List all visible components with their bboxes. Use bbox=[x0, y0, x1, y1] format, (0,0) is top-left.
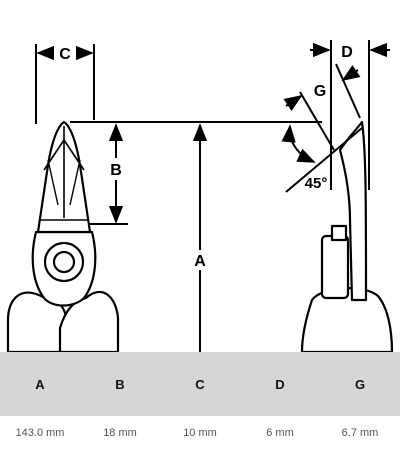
dimension-spec-table: A B C D G 143.0 mm 18 mm 10 mm 6 mm 6.7 … bbox=[0, 352, 400, 450]
spec-value-d: 6 mm bbox=[240, 416, 320, 450]
label-g: G bbox=[314, 83, 326, 100]
spec-header-a: A bbox=[0, 352, 80, 416]
side-jaw bbox=[338, 120, 368, 302]
side-view-cutter bbox=[300, 120, 394, 352]
spec-value-a: 143.0 mm bbox=[0, 416, 80, 450]
side-spring-block bbox=[320, 234, 350, 300]
dimension-lines bbox=[35, 40, 390, 352]
spec-value-c: 10 mm bbox=[160, 416, 240, 450]
spec-value-b: 18 mm bbox=[80, 416, 160, 450]
label-c: C bbox=[59, 46, 71, 63]
cutter-dimension-drawing: C B A D G 45° bbox=[6, 40, 394, 352]
dim-line-g-left bbox=[283, 95, 303, 111]
label-b: B bbox=[110, 162, 122, 179]
spec-value-g: 6.7 mm bbox=[320, 416, 400, 450]
label-angle-45: 45° bbox=[305, 175, 328, 192]
dim-line-g-right bbox=[341, 65, 361, 81]
spec-header-b: B bbox=[80, 352, 160, 416]
front-view-cutter bbox=[6, 120, 120, 352]
spec-table-header-row: A B C D G bbox=[0, 352, 400, 416]
spec-header-d: D bbox=[240, 352, 320, 416]
spec-header-g: G bbox=[320, 352, 400, 416]
spec-header-c: C bbox=[160, 352, 240, 416]
angle-arc-45 bbox=[281, 124, 316, 163]
spec-table-value-row: 143.0 mm 18 mm 10 mm 6 mm 6.7 mm bbox=[0, 416, 400, 450]
label-d: D bbox=[341, 44, 353, 61]
front-pivot-inner bbox=[52, 250, 76, 274]
label-a: A bbox=[194, 253, 206, 270]
